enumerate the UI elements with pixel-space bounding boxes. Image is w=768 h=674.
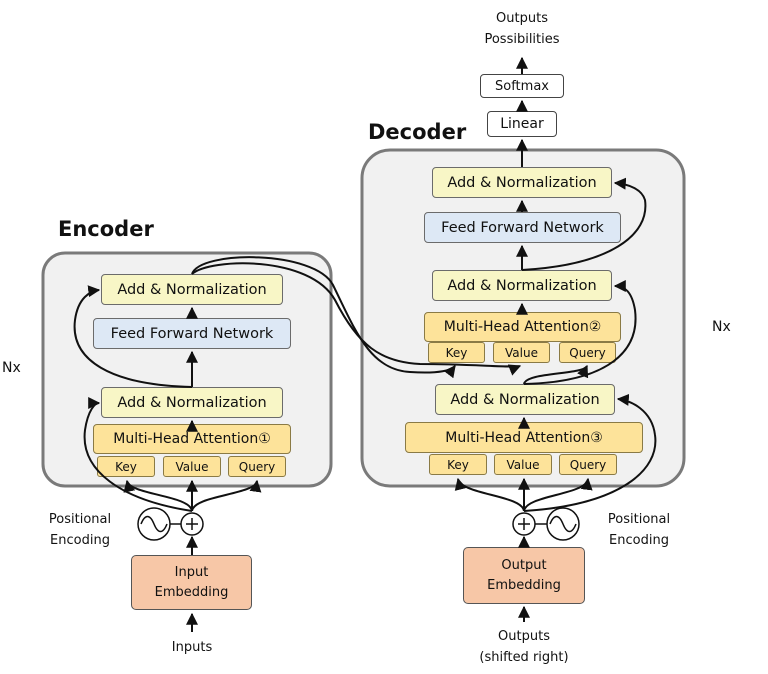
decoder-positional-line2: Encoding <box>609 533 669 548</box>
input-embedding-line2: Embedding <box>154 584 229 600</box>
arrow-dec-addnorm-to-query2 <box>523 364 589 385</box>
decoder-title: Decoder <box>368 120 467 144</box>
arrow-dec-residual-1 <box>523 393 657 512</box>
decoder-key-3: Key <box>429 454 487 475</box>
encoder-value: Value <box>163 456 221 477</box>
arrow-dec-to-key3 <box>454 477 525 512</box>
outputs-shifted-line1: Outputs <box>498 629 550 644</box>
output-embedding-line2: Embedding <box>487 577 561 593</box>
decoder-query-3: Query <box>559 454 617 475</box>
outputs-shifted-line2: (shifted right) <box>479 650 569 665</box>
outputs-possibilities-label: Outputs Possibilities <box>472 8 572 50</box>
decoder-positional-encoding-label: Positional Encoding <box>598 509 680 551</box>
encoder-add-norm-bottom: Add & Normalization <box>101 387 283 418</box>
decoder-sine-wave-icon <box>535 507 580 541</box>
arrow-enc-to-query <box>191 479 262 512</box>
arrow-enc-residual-2 <box>73 285 193 388</box>
outputs-label-line1: Outputs <box>496 11 548 26</box>
arrow-dec-residual-3 <box>521 177 647 271</box>
arrow-enc-residual-1 <box>83 397 193 512</box>
output-embedding-line1: Output <box>501 557 547 573</box>
encoder-query: Query <box>228 456 286 477</box>
encoder-title: Encoder <box>58 217 154 241</box>
input-embedding-box: Input Embedding <box>131 555 252 610</box>
encoder-positional-encoding-label: Positional Encoding <box>40 509 120 551</box>
decoder-ffn: Feed Forward Network <box>424 212 621 243</box>
decoder-value-3: Value <box>494 454 552 475</box>
decoder-key-2: Key <box>428 342 485 363</box>
encoder-positional-line2: Encoding <box>50 533 110 548</box>
decoder-positional-line1: Positional <box>607 512 671 527</box>
outputs-label-line2: Possibilities <box>484 32 560 47</box>
linear-box: Linear <box>487 111 557 137</box>
inputs-label: Inputs <box>171 640 213 655</box>
arrow-dec-to-query3 <box>523 477 593 512</box>
decoder-nx-label: Nx <box>712 319 731 335</box>
decoder-plus-circle-icon <box>512 512 536 536</box>
softmax-box: Softmax <box>480 74 564 98</box>
decoder-query-2: Query <box>559 342 616 363</box>
arrow-enc-output-to-dec-key <box>191 256 456 379</box>
decoder-add-norm-bottom: Add & Normalization <box>435 384 615 415</box>
encoder-sine-wave-icon <box>137 507 181 541</box>
input-embedding-line1: Input <box>174 564 209 580</box>
arrow-enc-to-key <box>123 479 193 512</box>
encoder-plus-circle-icon <box>180 512 204 536</box>
outputs-shifted-label: Outputs (shifted right) <box>464 626 584 668</box>
decoder-value-2: Value <box>493 342 550 363</box>
arrow-dec-residual-2 <box>523 280 637 385</box>
encoder-positional-line1: Positional <box>48 512 112 527</box>
encoder-key: Key <box>97 456 155 477</box>
encoder-add-norm-top: Add & Normalization <box>101 274 283 305</box>
arrow-enc-output-to-dec-value <box>191 262 522 376</box>
decoder-add-norm-mid: Add & Normalization <box>432 270 612 301</box>
decoder-add-norm-top: Add & Normalization <box>432 167 612 198</box>
encoder-nx-label: Nx <box>2 360 21 376</box>
